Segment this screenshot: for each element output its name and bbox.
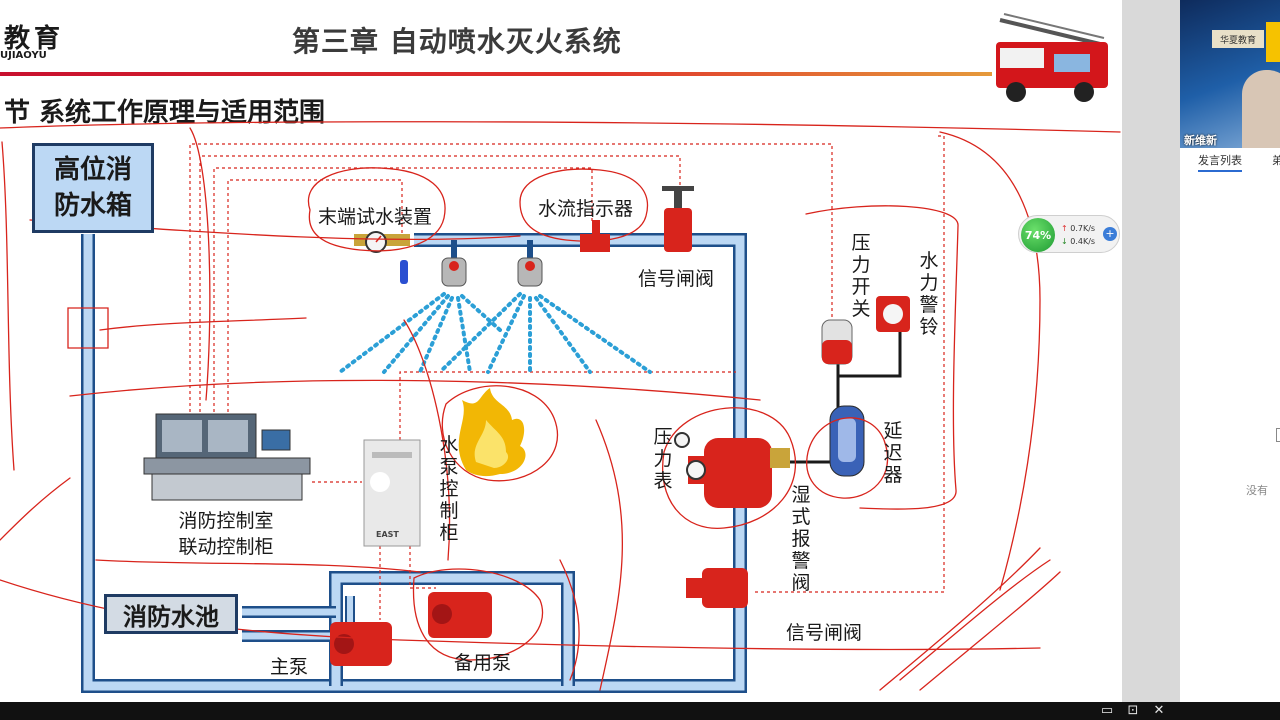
title-divider bbox=[0, 72, 992, 76]
label-standby-pump: 备用泵 bbox=[454, 652, 512, 674]
fullscreen-icon[interactable]: ⊡ bbox=[1127, 703, 1139, 718]
water-spray bbox=[338, 292, 652, 374]
label-end-test-device: 末端试水装置 bbox=[318, 206, 433, 228]
label-pump-cabinet: 水泵控制柜 bbox=[439, 434, 459, 544]
label-water-bell: 水力警铃 bbox=[919, 250, 939, 338]
water-bell-icon bbox=[876, 296, 910, 332]
download-value: 0.4K/s bbox=[1070, 237, 1096, 246]
cabinet-brand: EAST bbox=[376, 530, 399, 539]
speaker-figure bbox=[1242, 70, 1280, 148]
logo-text: 教育 bbox=[4, 24, 65, 54]
label-pressure-switch: 压力开关 bbox=[851, 232, 871, 320]
video-banner bbox=[1266, 22, 1280, 62]
label-pressure-gauge: 压力表 bbox=[653, 426, 673, 492]
upload-speed: ↑ 0.7K/s bbox=[1061, 224, 1095, 233]
bottom-toolbar: ▭ ⊡ ✕ bbox=[0, 702, 1280, 720]
download-speed: ↓ 0.4K/s bbox=[1061, 237, 1095, 246]
system-diagram bbox=[0, 13, 1121, 693]
empty-list-text: 没有 bbox=[1246, 484, 1268, 497]
label-control-room: 消防控制室 联动控制柜 bbox=[166, 508, 286, 560]
chapter-title: 第三章 自动喷水灭火系统 bbox=[292, 25, 622, 58]
signal-lines bbox=[189, 135, 945, 620]
label-delayer: 延迟器 bbox=[883, 420, 903, 486]
pump-cabinet-icon bbox=[363, 439, 421, 547]
network-speed-widget[interactable]: 74% ↑ 0.7K/s ↓ 0.4K/s + bbox=[1018, 215, 1120, 253]
label-wet-alarm-valve: 湿式报警阀 bbox=[791, 484, 811, 594]
download-arrow-icon: ↓ bbox=[1061, 237, 1068, 246]
expand-plus-icon[interactable]: + bbox=[1103, 227, 1117, 241]
cpu-percent-badge: 74% bbox=[1021, 218, 1055, 252]
speaker-name: 新维新 bbox=[1184, 134, 1217, 147]
upload-value: 0.7K/s bbox=[1070, 224, 1096, 233]
layout-gap bbox=[1122, 0, 1180, 702]
standby-pump-icon bbox=[428, 592, 492, 638]
fire-flame-icon bbox=[458, 388, 526, 477]
end-test-device-icon bbox=[354, 231, 410, 284]
high-level-water-tank: 高位消防水箱 bbox=[32, 143, 154, 233]
fire-water-pool: 消防水池 bbox=[104, 594, 238, 634]
handwritten-annotations bbox=[0, 121, 1121, 691]
main-pump-icon bbox=[330, 622, 392, 666]
window-restore-icon[interactable]: ▭ bbox=[1100, 703, 1114, 718]
tab-other[interactable]: 弟 bbox=[1272, 154, 1280, 167]
label-signal-valve-top: 信号闸阀 bbox=[638, 268, 715, 290]
label-flow-indicator: 水流指示器 bbox=[538, 198, 634, 220]
video-sign: 华夏教育 bbox=[1212, 30, 1264, 48]
upload-arrow-icon: ↑ bbox=[1061, 224, 1068, 233]
signal-valve-bottom-icon bbox=[686, 568, 748, 608]
label-control-room-line2: 联动控制柜 bbox=[178, 536, 274, 558]
delayer-icon bbox=[829, 405, 865, 477]
label-control-room-line1: 消防控制室 bbox=[178, 510, 274, 532]
sprinkler-heads-icon bbox=[441, 257, 543, 287]
wet-alarm-valve-icon bbox=[674, 432, 790, 508]
label-signal-valve-bottom: 信号闸阀 bbox=[786, 622, 863, 644]
tab-speaker-list[interactable]: 发言列表 bbox=[1198, 152, 1242, 172]
pressure-switch-icon bbox=[821, 319, 853, 365]
close-icon[interactable]: ✕ bbox=[1153, 703, 1165, 718]
control-console-icon bbox=[143, 413, 311, 501]
flow-indicator-icon bbox=[580, 220, 610, 252]
panel-handle-icon bbox=[1276, 428, 1280, 442]
signal-valve-top-icon bbox=[662, 186, 694, 252]
logo-english: UJIAOYU bbox=[0, 50, 47, 61]
presentation-slide: 教育 UJIAOYU 第三章 自动喷水灭火系统 节 系统工作原理与适用范围 bbox=[0, 0, 1122, 702]
label-main-pump: 主泵 bbox=[270, 656, 309, 678]
fire-truck-icon bbox=[996, 13, 1108, 102]
speaker-video[interactable]: 华夏教育 新维新 bbox=[1180, 0, 1280, 148]
